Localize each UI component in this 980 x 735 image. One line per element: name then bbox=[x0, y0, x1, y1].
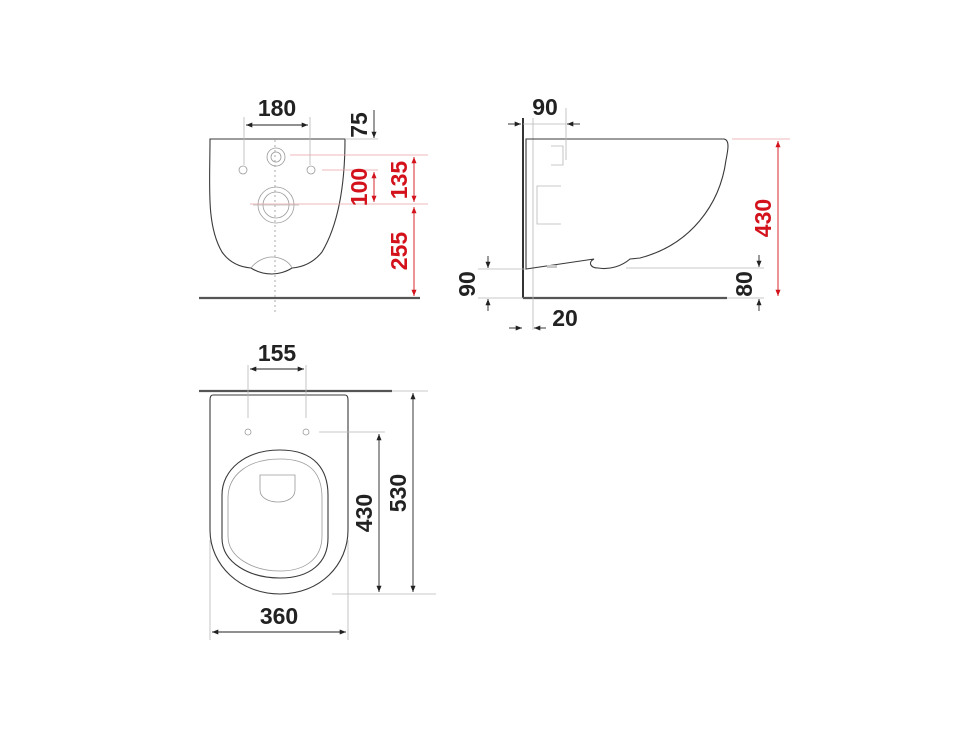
pad bbox=[547, 265, 557, 268]
bowl-outline-rear bbox=[209, 138, 346, 275]
hidden-outlet bbox=[536, 185, 561, 225]
dim-label-430-top: 430 bbox=[351, 494, 377, 532]
bowl-outline-top bbox=[209, 394, 349, 595]
dim-label-20: 20 bbox=[552, 305, 578, 331]
side-view: 90 430 80 90 20 bbox=[454, 94, 790, 331]
dim-label-90-top: 90 bbox=[532, 94, 558, 120]
hinge-cover bbox=[259, 474, 296, 503]
seat-outer bbox=[221, 449, 329, 579]
dim-label-255: 255 bbox=[386, 232, 412, 271]
fixing-hole-left bbox=[238, 165, 248, 175]
dim-label-155: 155 bbox=[258, 340, 297, 366]
dim-label-430-side: 430 bbox=[750, 199, 776, 237]
fixing-hole-right-top bbox=[302, 428, 310, 436]
dim-label-90-bottom: 90 bbox=[454, 271, 480, 297]
inlet-circle bbox=[266, 147, 286, 167]
fixing-hole-left-top bbox=[244, 428, 252, 436]
bowl-outline-side bbox=[525, 138, 729, 270]
outlet-lip bbox=[250, 256, 293, 269]
dim-label-530: 530 bbox=[385, 474, 411, 512]
dim-label-135: 135 bbox=[386, 161, 412, 200]
dim-label-80: 80 bbox=[731, 271, 757, 297]
seat-inner bbox=[227, 458, 323, 572]
hidden-inlet bbox=[551, 145, 564, 166]
dim-label-360: 360 bbox=[260, 603, 298, 629]
dim-label-100: 100 bbox=[346, 168, 372, 206]
fixing-hole-right bbox=[306, 165, 316, 175]
dim-label-75: 75 bbox=[346, 112, 372, 138]
top-view: 155 430 530 360 bbox=[199, 340, 436, 640]
dim-label-180: 180 bbox=[258, 95, 296, 121]
inlet-inner bbox=[270, 151, 282, 163]
rear-view: 180 75 100 135 255 bbox=[199, 95, 428, 312]
